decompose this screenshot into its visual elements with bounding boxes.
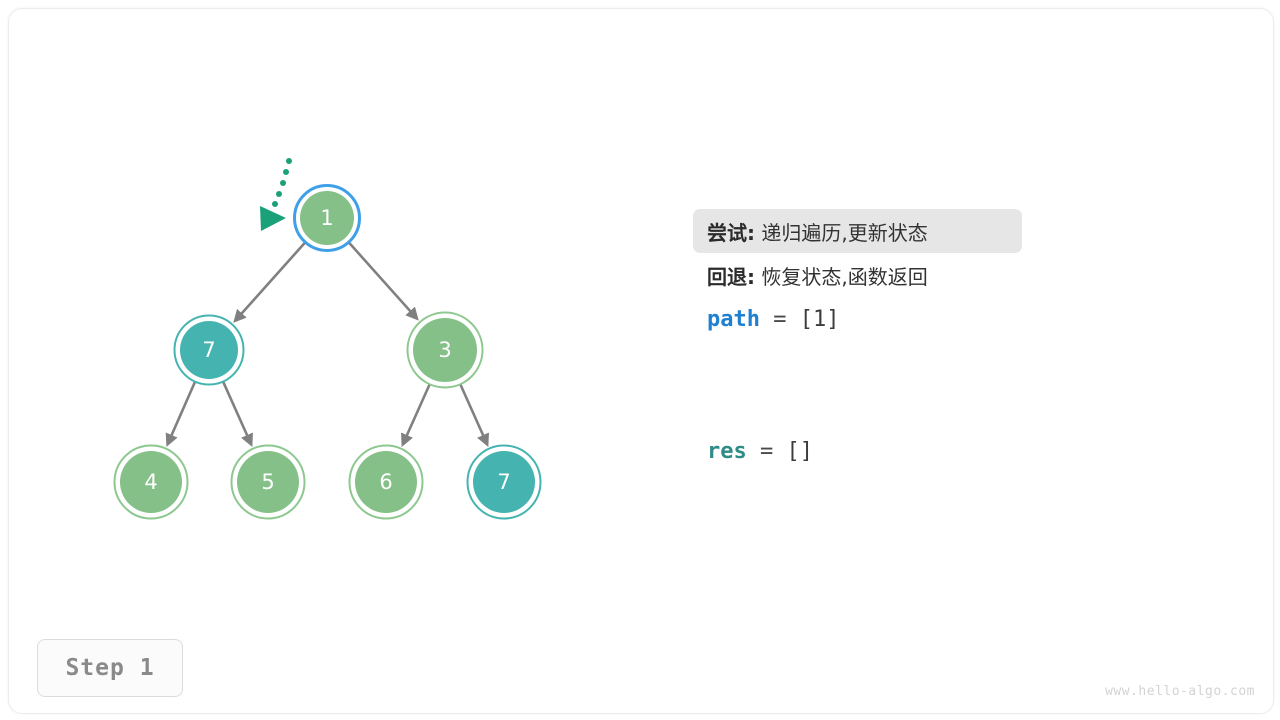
backtrack-label: 回退: — [707, 264, 755, 289]
tree-edge — [165, 380, 197, 447]
backtrack-line: 回退: 恢复状态,函数返回 — [693, 253, 1022, 297]
node-body — [180, 321, 238, 379]
node-body — [237, 451, 299, 513]
node-body — [413, 318, 477, 382]
node-label: 4 — [144, 470, 157, 494]
site-watermark: www.hello-algo.com — [1105, 684, 1255, 699]
path-equals: = — [759, 306, 800, 332]
node-label: 5 — [261, 470, 274, 494]
tree-node[interactable]: 7 — [173, 314, 245, 386]
tree-edge — [458, 383, 489, 447]
pointer-trail-dot — [283, 169, 289, 175]
node-label: 1 — [320, 206, 333, 230]
res-variable-name: res — [707, 438, 747, 464]
pointer-trail-dot — [276, 191, 282, 197]
res-state-line: res = [] — [693, 429, 1213, 473]
tree-edges — [165, 240, 489, 447]
step-badge: Step 1 — [37, 639, 183, 697]
tree-edge — [233, 240, 307, 323]
node-body — [473, 451, 535, 513]
node-ring — [113, 444, 189, 520]
tree-node[interactable]: 3 — [406, 311, 484, 389]
node-body — [300, 191, 354, 245]
res-equals: = — [746, 438, 787, 464]
node-ring — [406, 311, 484, 389]
node-ring — [348, 444, 424, 520]
path-value: [1] — [799, 306, 840, 332]
backtrack-text: 恢复状态,函数返回 — [755, 264, 928, 289]
pointer-trail-dot — [272, 201, 278, 207]
node-ring — [173, 314, 245, 386]
tree-edge — [347, 240, 419, 321]
node-ring — [230, 444, 306, 520]
try-line: 尝试: 递归遍历,更新状态 — [693, 209, 1022, 253]
node-label: 7 — [497, 470, 510, 494]
state-spacer-2 — [693, 385, 1213, 429]
pointer-arrow-icon — [260, 206, 286, 231]
node-body — [355, 451, 417, 513]
tree-node[interactable]: 7 — [466, 444, 542, 520]
info-panel: 尝试: 递归遍历,更新状态 回退: 恢复状态,函数返回 path = [1] r… — [693, 209, 1213, 473]
node-ring — [293, 184, 361, 252]
state-spacer — [693, 341, 1213, 385]
pointer-trail-dot — [286, 158, 292, 164]
traversal-pointer-icon — [260, 158, 292, 231]
binary-tree-diagram: 1 7 3 4 5 6 7 — [113, 158, 542, 520]
node-label: 6 — [379, 470, 392, 494]
node-body — [120, 451, 182, 513]
tree-nodes: 1 7 3 4 5 6 7 — [113, 184, 542, 520]
diagram-canvas: 1 7 3 4 5 6 7 尝试: 递归遍历,更新状态 回退: 恢复状态,函数返回 path… — [8, 8, 1274, 714]
path-variable-name: path — [707, 306, 760, 332]
tree-node[interactable]: 5 — [230, 444, 306, 520]
tree-node[interactable]: 1 — [293, 184, 361, 252]
tree-node[interactable]: 4 — [113, 444, 189, 520]
node-label: 7 — [202, 338, 215, 362]
try-text: 递归遍历,更新状态 — [755, 220, 928, 245]
try-label: 尝试: — [707, 220, 755, 245]
node-label: 3 — [438, 338, 451, 362]
res-value: [] — [786, 438, 814, 464]
tree-edge — [401, 383, 432, 447]
tree-edge — [221, 380, 253, 447]
path-state-line: path = [1] — [693, 297, 1213, 341]
tree-node[interactable]: 6 — [348, 444, 424, 520]
node-ring — [466, 444, 542, 520]
pointer-trail-dot — [280, 180, 286, 186]
